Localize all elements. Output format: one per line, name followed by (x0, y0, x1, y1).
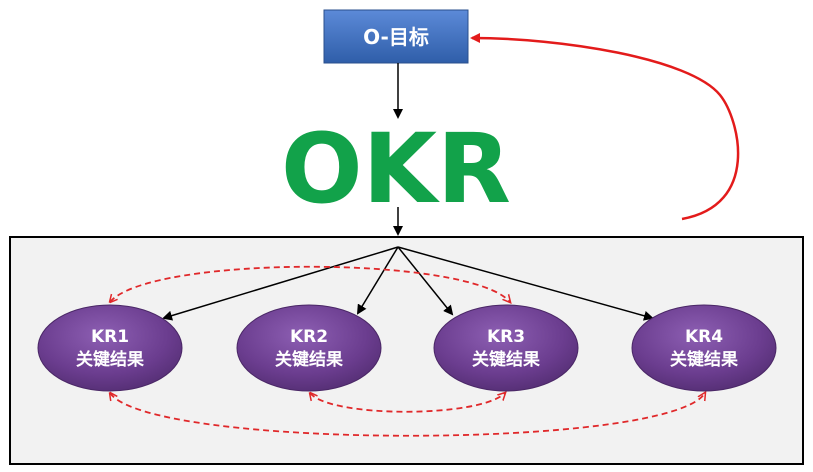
kr-label: 关键结果 (472, 349, 540, 370)
kr-node-1: KR1 关键结果 (37, 304, 183, 392)
okr-title: OKR (281, 113, 511, 225)
kr-code: KR2 (290, 327, 328, 347)
kr-code: KR3 (487, 327, 525, 347)
kr-label: 关键结果 (275, 349, 343, 370)
objective-node: O-目标 (323, 9, 469, 64)
fan-arrow-kr1 (162, 246, 399, 321)
dashed-arc-kr1-kr4-bottom (110, 393, 705, 437)
objective-label: O-目标 (363, 25, 429, 49)
kr-label: 关键结果 (670, 349, 738, 370)
kr-code: KR4 (685, 327, 723, 347)
kr-label: 关键结果 (76, 349, 144, 370)
feedback-arrow (470, 33, 740, 221)
dashed-links (110, 265, 705, 437)
kr-code: KR1 (91, 327, 129, 347)
fan-arrow-kr4 (397, 246, 654, 321)
dashed-arc-kr1-kr3-top (110, 265, 510, 302)
kr-node-2: KR2 关键结果 (236, 304, 382, 392)
kr-node-4: KR4 关键结果 (631, 304, 777, 392)
kr-node-3: KR3 关键结果 (433, 304, 579, 392)
